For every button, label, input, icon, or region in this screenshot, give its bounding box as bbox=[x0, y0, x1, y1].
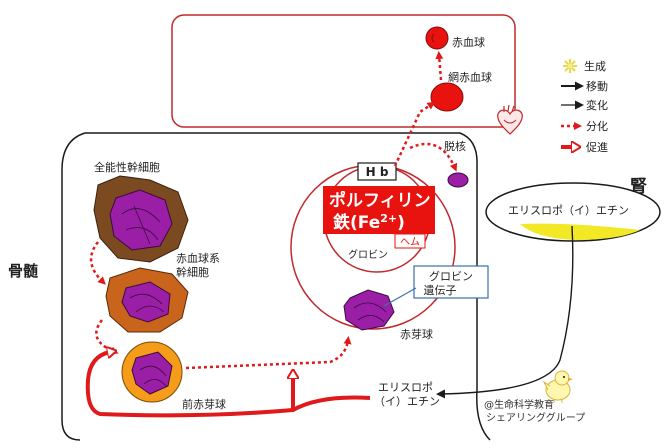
star-icon bbox=[563, 59, 577, 73]
arrow-epo-to-marrow bbox=[436, 225, 574, 399]
legend: 生成 移動 変化 分化 促進 bbox=[561, 59, 608, 154]
arrow-totipotent-to-erythroid bbox=[89, 241, 106, 285]
legend-production: 生成 bbox=[584, 59, 606, 73]
hb-box bbox=[357, 162, 397, 181]
expelled-nucleus bbox=[447, 172, 469, 188]
globin-gene-label-1: グロビン bbox=[429, 269, 473, 283]
legend-promotion: 促進 bbox=[586, 140, 608, 154]
globin-label: グロビン bbox=[348, 248, 388, 261]
arrow-reticulocyte-to-rbc bbox=[435, 51, 444, 81]
legend-movement: 移動 bbox=[586, 79, 608, 93]
blood-vessel-box bbox=[171, 14, 516, 128]
reticulocyte bbox=[430, 82, 464, 112]
proerythroblast-label: 前赤芽球 bbox=[182, 397, 226, 411]
proerythroblast bbox=[121, 341, 183, 403]
iron-suffix: ) bbox=[397, 213, 405, 233]
heme-box bbox=[394, 233, 426, 249]
totipotent-stem-cell-label: 全能性幹細胞 bbox=[94, 160, 160, 174]
bone-marrow-label: 骨髄 bbox=[8, 262, 39, 280]
red-blood-cell-label: 赤血球 bbox=[452, 35, 485, 49]
erythroblast-nucleus bbox=[343, 289, 395, 331]
reticulocyte-label: 網赤血球 bbox=[448, 70, 492, 84]
iron-label: 鉄(Fe2+) bbox=[333, 212, 405, 233]
arrow-proerythroblast-to-erythroblast bbox=[185, 336, 352, 370]
porphyrin-label: ポルフィリン bbox=[329, 190, 431, 211]
credit-line-1: @生命科学教育 bbox=[484, 398, 554, 411]
marrow-epo-label-2: （イ）エチン bbox=[374, 395, 440, 408]
heart-icon bbox=[497, 104, 523, 135]
enucleation-label: 脱核 bbox=[444, 139, 466, 153]
promote-arrow-main bbox=[85, 352, 371, 418]
globin-gene-label-2: 遺伝子 bbox=[424, 283, 457, 297]
marrow-epo-label-1: エリスロポ bbox=[378, 381, 433, 394]
erythroid-stem-cell-label-2: 幹細胞 bbox=[176, 265, 209, 279]
kidney-highlight bbox=[520, 223, 640, 240]
red-blood-cell bbox=[425, 26, 449, 50]
erythroid-stem-cell bbox=[105, 267, 189, 333]
arrow-erythroid-to-proerythroblast bbox=[95, 319, 119, 355]
iron-prefix: 鉄(Fe bbox=[333, 212, 380, 233]
arrow-enucleation bbox=[409, 142, 458, 172]
iron-charge: 2+ bbox=[380, 212, 397, 225]
legend-differentiation: 分化 bbox=[586, 119, 608, 133]
legend-change: 変化 bbox=[586, 98, 608, 112]
hb-label: H b bbox=[366, 165, 389, 179]
chick-mascot-icon bbox=[542, 370, 573, 403]
globin-gene-callout bbox=[413, 265, 489, 299]
globin-gene-pointer bbox=[383, 287, 417, 307]
bone-marrow-boundary bbox=[61, 132, 491, 441]
credit-line-2: シェアリンググループ bbox=[486, 411, 585, 424]
totipotent-stem-cell bbox=[93, 175, 189, 263]
erythroid-stem-cell-label-1: 赤血球系 bbox=[176, 251, 220, 265]
heme-label: ヘム bbox=[400, 236, 420, 248]
porphyrin-box bbox=[323, 186, 435, 234]
kidney-epo-label: エリスロポ（イ）エチン bbox=[508, 204, 629, 217]
arrow-erythroblast-to-reticulocyte bbox=[393, 101, 436, 167]
erythroblast-label: 赤芽球 bbox=[400, 327, 433, 341]
